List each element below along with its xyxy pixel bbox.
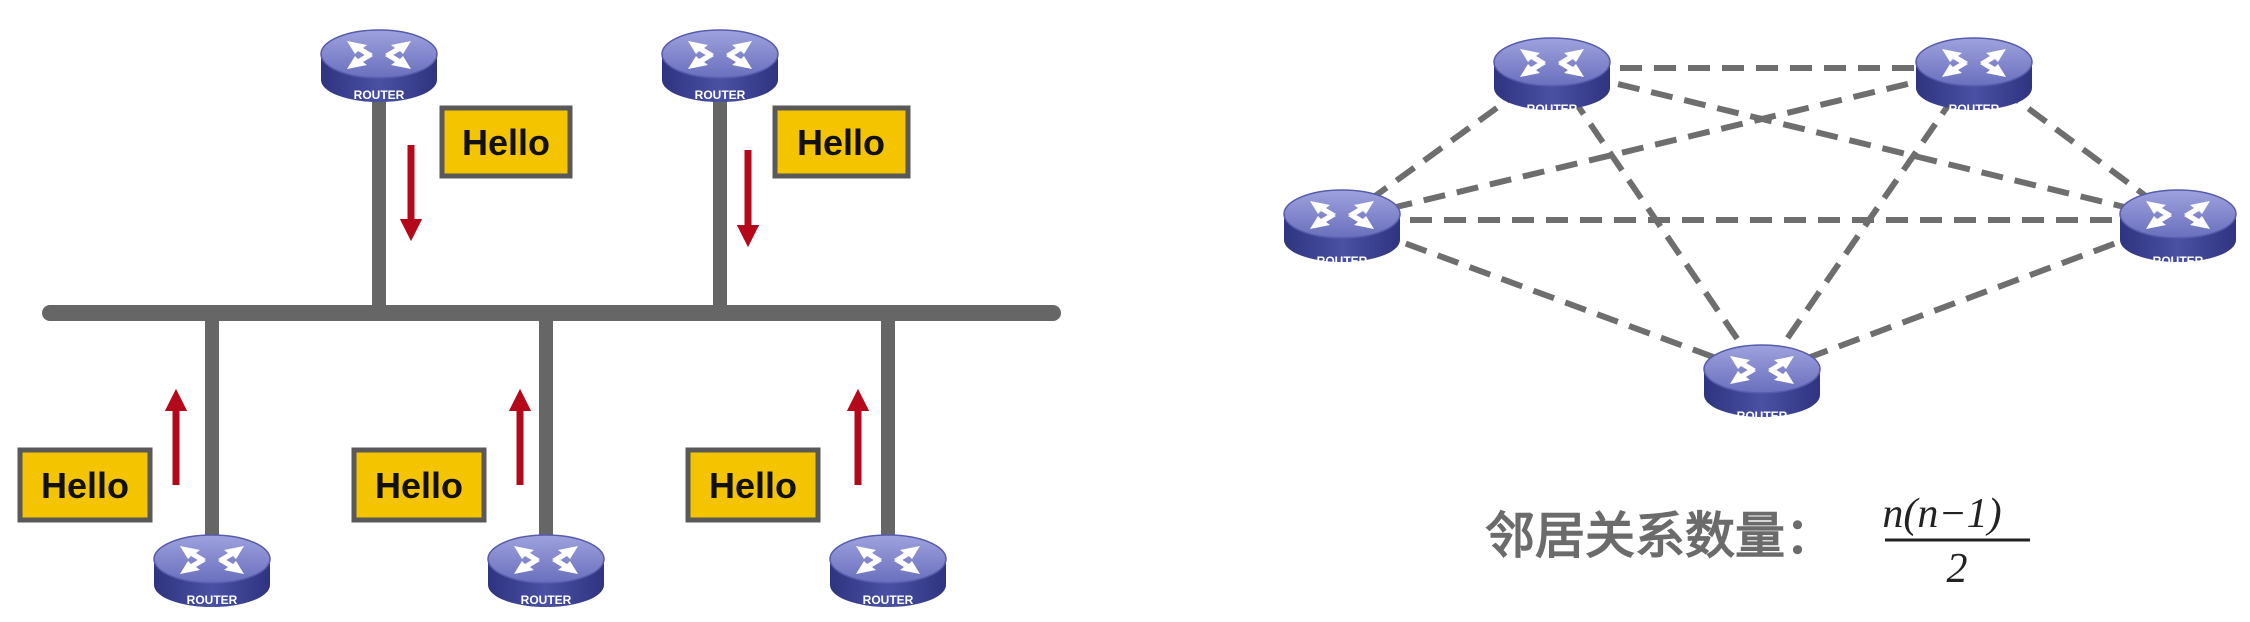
formula-denominator: 2	[1947, 546, 1968, 592]
hello-box-bottom-2: Hello	[351, 447, 487, 523]
router-mesh-5: ROUTER	[1703, 344, 1821, 423]
router-label: ROUTER	[695, 88, 746, 102]
neighbor-count-caption: 邻居关系数量：	[1485, 507, 1835, 565]
router-label: ROUTER	[1737, 409, 1788, 423]
router-label: ROUTER	[2153, 254, 2204, 268]
router-mesh-3: ROUTER	[1283, 189, 1401, 268]
router-top-1: ROUTER	[320, 29, 438, 103]
router-label: ROUTER	[354, 88, 405, 102]
hello-box-bottom-3: Hello	[685, 447, 821, 523]
router-mesh-4: ROUTER	[2119, 189, 2237, 268]
router-label: ROUTER	[1949, 102, 2000, 116]
hello-label: Hello	[462, 122, 550, 163]
router-bottom-1: ROUTER	[153, 534, 271, 608]
router-label: ROUTER	[187, 593, 238, 607]
full-mesh-network: ROUTER ROUTER ROUTER ROUTER ROUTER 邻居关系数…	[1283, 37, 2237, 592]
hello-label: Hello	[41, 465, 129, 506]
hello-box-top-2: Hello	[772, 105, 911, 179]
broadcast-network: ROUTER ROUTER ROUTER ROUTER ROUTER Hello…	[17, 29, 1061, 608]
hello-label: Hello	[709, 465, 797, 506]
router-label: ROUTER	[521, 593, 572, 607]
router-mesh-2: ROUTER	[1915, 37, 2033, 116]
router-bottom-3: ROUTER	[829, 534, 947, 608]
hello-box-bottom-1: Hello	[17, 447, 153, 523]
adjacency-lines	[1340, 65, 2180, 378]
hello-box-top-1: Hello	[439, 105, 573, 179]
router-mesh-1: ROUTER	[1493, 37, 1611, 116]
hello-label: Hello	[375, 465, 463, 506]
formula-numerator: n(n−1)	[1882, 491, 2001, 537]
router-bottom-2: ROUTER	[487, 534, 605, 608]
router-top-2: ROUTER	[661, 29, 779, 103]
router-label: ROUTER	[863, 593, 914, 607]
hello-label: Hello	[797, 122, 885, 163]
router-label: ROUTER	[1527, 102, 1578, 116]
router-label: ROUTER	[1317, 254, 1368, 268]
